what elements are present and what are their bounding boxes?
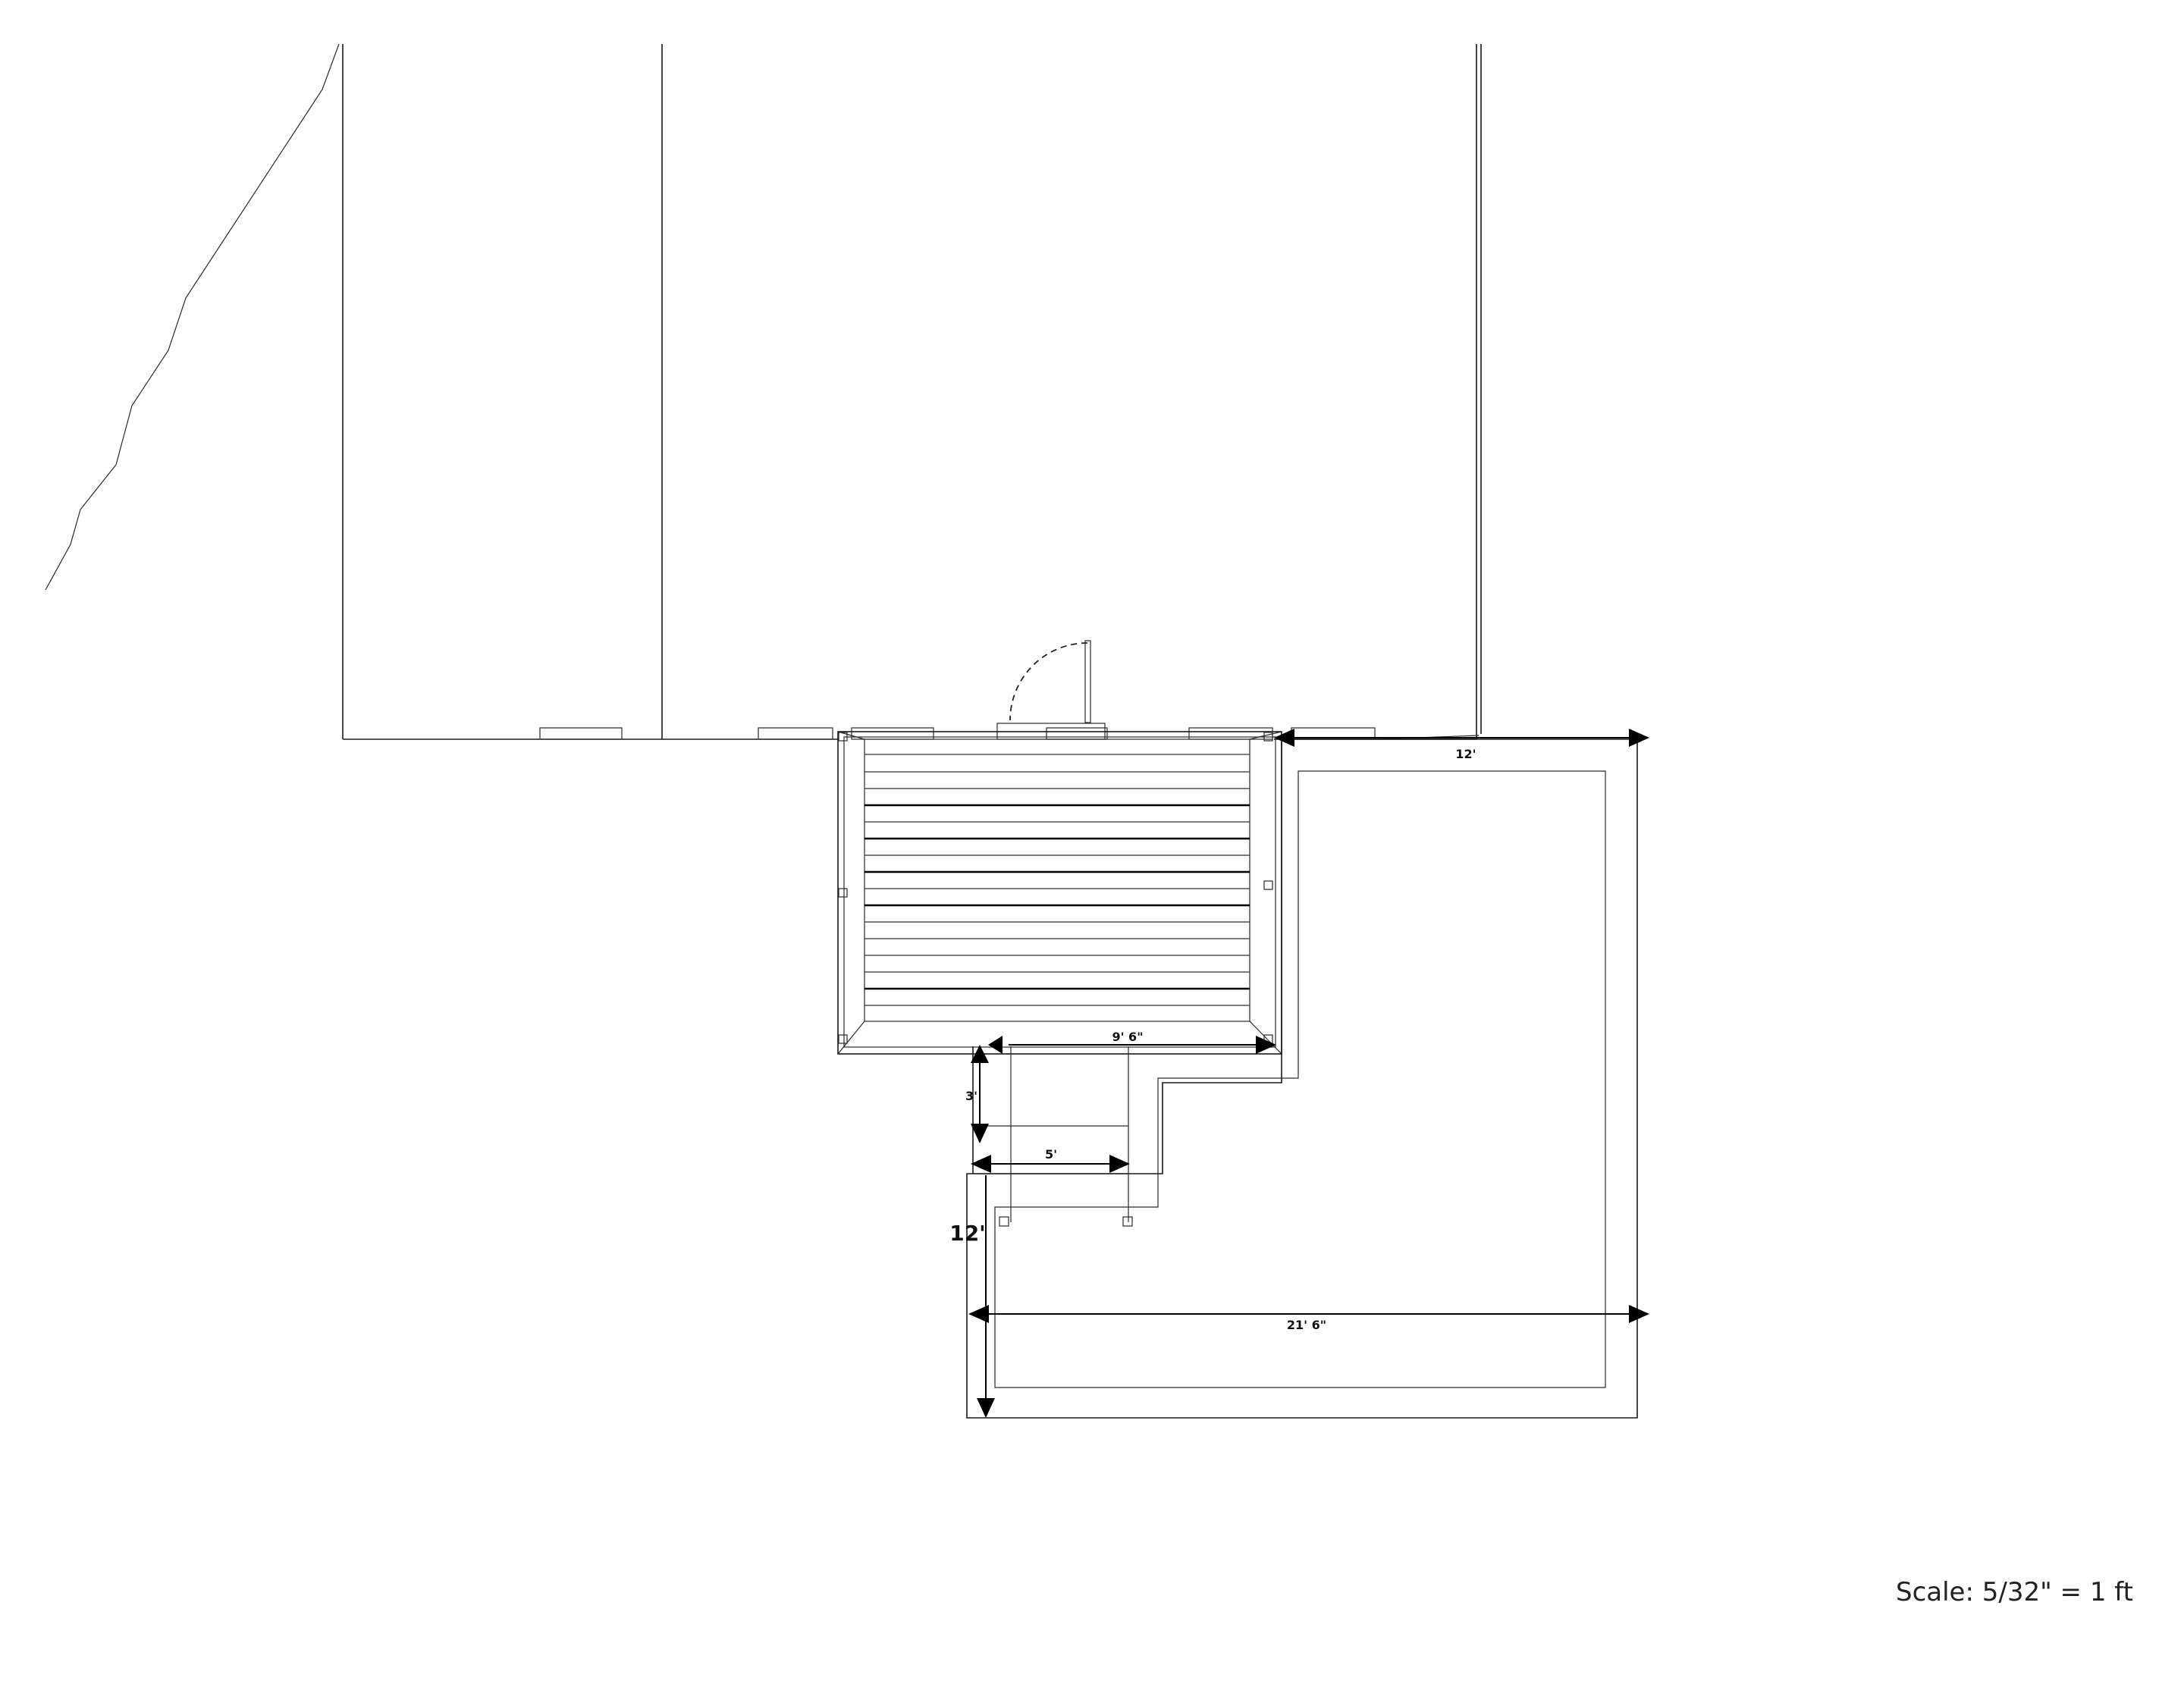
arrowhead bbox=[1629, 729, 1649, 747]
deck-boards bbox=[864, 754, 1250, 1006]
dimension-label-stair-run: 3' bbox=[965, 1089, 977, 1103]
grade-line bbox=[45, 43, 340, 591]
arrowhead bbox=[1256, 1036, 1276, 1054]
door bbox=[1009, 640, 1091, 723]
scale-label: Scale: 5/32" = 1 ft bbox=[1896, 1577, 2133, 1607]
arrowhead bbox=[1274, 729, 1294, 747]
arrowhead bbox=[988, 1036, 1003, 1054]
dimension-label-lawn-height: 12' bbox=[949, 1221, 986, 1246]
arrowhead bbox=[971, 1124, 989, 1143]
dimension-label-lawn-bottom: 21' 6" bbox=[1287, 1318, 1326, 1332]
dimension-lines bbox=[968, 729, 1649, 1418]
deck-posts bbox=[838, 732, 1273, 1044]
arrowhead bbox=[1109, 1155, 1130, 1173]
dimension-label-lawn-top: 12' bbox=[1455, 747, 1476, 761]
deck bbox=[837, 731, 1282, 1055]
door-swing-arc bbox=[1009, 642, 1088, 721]
lawn-outline bbox=[966, 738, 1638, 1419]
arrowhead bbox=[977, 1398, 995, 1418]
dimension-label-deck-width: 9' 6" bbox=[1112, 1030, 1143, 1044]
arrowhead bbox=[1629, 1305, 1649, 1323]
arrowhead bbox=[968, 1305, 989, 1323]
dimension-label-stair-width: 5' bbox=[1045, 1147, 1057, 1162]
stairs bbox=[972, 1046, 1133, 1227]
arrowhead bbox=[971, 1155, 991, 1173]
arrowhead bbox=[971, 1045, 989, 1063]
house-outline bbox=[342, 44, 1482, 740]
